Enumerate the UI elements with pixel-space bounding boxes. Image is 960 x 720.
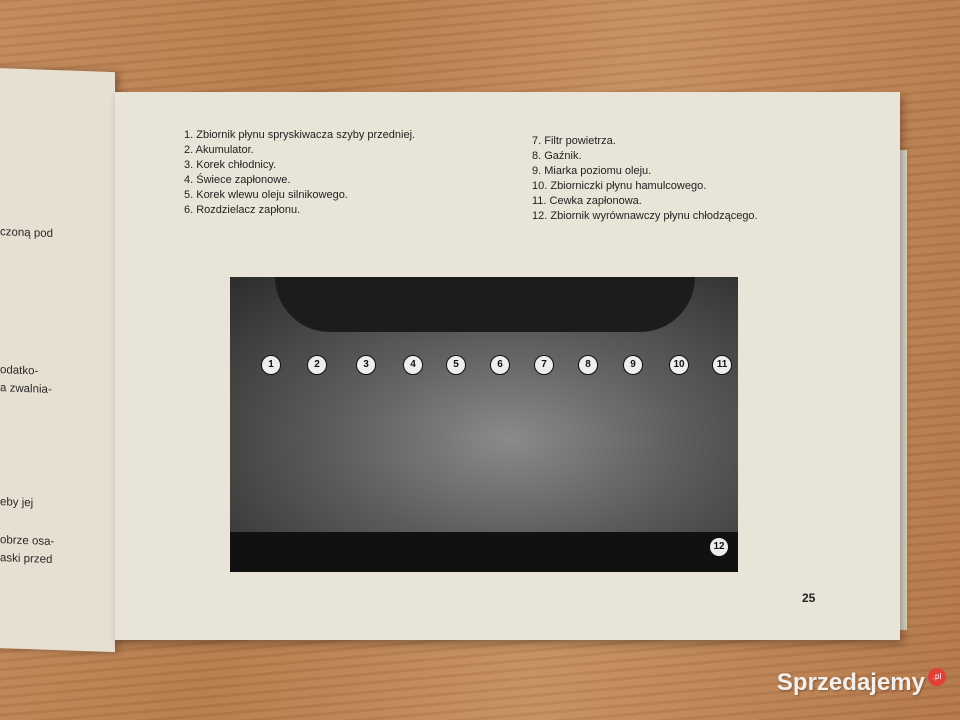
- watermark-logo: Sprzedajemy: [776, 669, 925, 696]
- left-text-line: a zwalnia-: [0, 382, 52, 396]
- callout-6: 6: [490, 355, 510, 375]
- callout-11: 11: [712, 355, 732, 375]
- left-text-line: eby jej: [0, 496, 34, 510]
- legend-item: 3. Korek chłodnicy.: [184, 159, 277, 171]
- callout-12: 12: [709, 537, 729, 557]
- watermark-badge: .pl: [928, 668, 946, 686]
- engine-bay-photo: 1 2 3 4 5 6 7 8 9 10 11 12: [230, 277, 738, 572]
- legend-right: 7. Filtr powietrza. 8. Gaźnik. 9. Miarka…: [532, 134, 758, 224]
- open-hood: [275, 277, 695, 332]
- callout-7: 7: [534, 355, 554, 375]
- watermark: Sprzedajemy .pl: [777, 668, 946, 698]
- legend-item: 1. Zbiornik płynu spryskiwacza szyby prz…: [184, 129, 416, 141]
- legend-item: 2. Akumulator.: [184, 144, 254, 156]
- left-text-line: czoną pod: [0, 226, 54, 241]
- page-number: 25: [802, 591, 816, 605]
- callout-3: 3: [356, 355, 376, 375]
- left-text-line: aski przed: [0, 552, 53, 566]
- left-text-line: obrze osa-: [0, 534, 55, 549]
- callout-2: 2: [307, 355, 327, 375]
- callout-9: 9: [623, 355, 643, 375]
- legend-item: 5. Korek wlewu oleju silnikowego.: [184, 189, 348, 201]
- callout-10: 10: [669, 355, 689, 375]
- left-text-line: odatko-: [0, 364, 39, 378]
- legend-item: 4. Świece zapłonowe.: [184, 174, 291, 186]
- front-bumper: [230, 532, 738, 572]
- legend-item: 9. Miarka poziomu oleju.: [532, 165, 652, 177]
- callout-8: 8: [578, 355, 598, 375]
- legend-item: 8. Gaźnik.: [532, 150, 582, 162]
- legend-item: 6. Rozdzielacz zapłonu.: [184, 204, 301, 216]
- legend-item: 12. Zbiornik wyrównawczy płynu chłodzące…: [532, 210, 758, 222]
- left-page: czoną pod odatko- a zwalnia- eby jej obr…: [0, 67, 115, 653]
- legend-item: 10. Zbiorniczki płynu hamulcowego.: [532, 180, 707, 192]
- legend-left: 1. Zbiornik płynu spryskiwacza szyby prz…: [184, 128, 415, 218]
- callout-1: 1: [261, 355, 281, 375]
- callout-4: 4: [403, 355, 423, 375]
- callout-5: 5: [446, 355, 466, 375]
- legend-item: 11. Cewka zapłonowa.: [532, 195, 642, 207]
- legend-item: 7. Filtr powietrza.: [532, 135, 616, 147]
